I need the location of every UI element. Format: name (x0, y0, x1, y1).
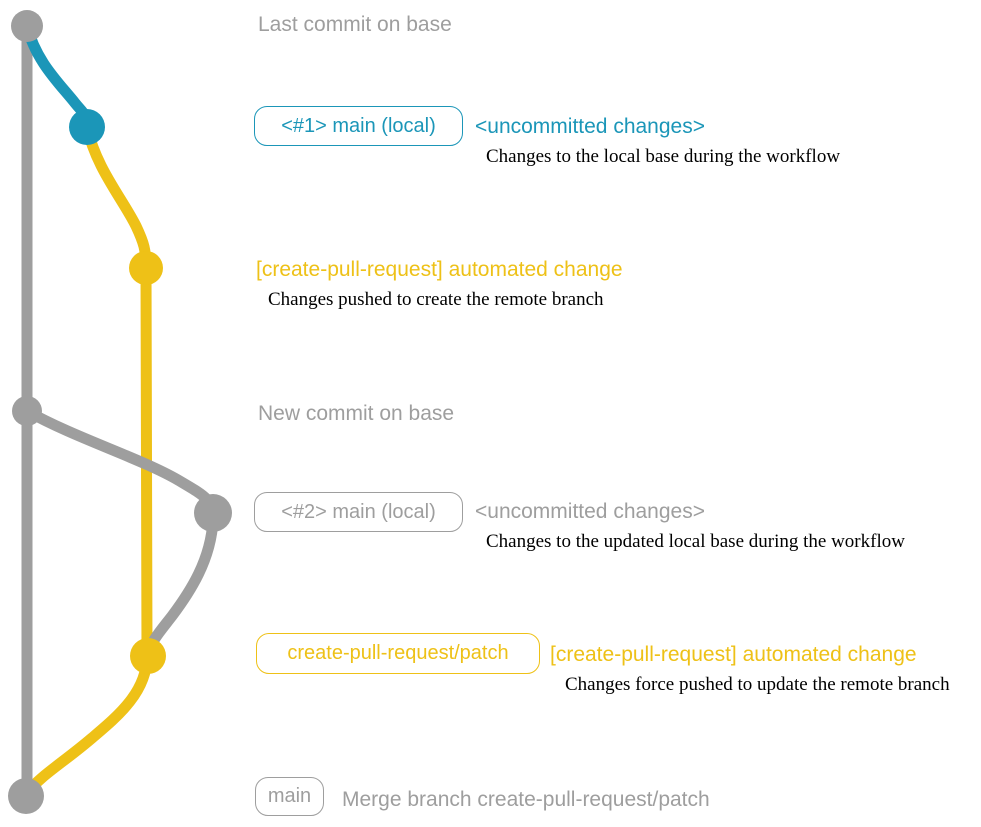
uncommitted-changes-label-1: <uncommitted changes> (475, 115, 705, 138)
branch-badge-main-1: <#1> main (local) (254, 106, 463, 146)
annotation-push-create: Changes pushed to create the remote bran… (268, 289, 604, 310)
commit-node-uncommitted-1 (69, 109, 105, 145)
annotation-updated-local-base: Changes to the updated local base during… (486, 531, 905, 552)
commit-node-uncommitted-2 (194, 494, 232, 532)
commit-node-automated-2 (130, 638, 166, 674)
branch-badge-main-2-label: <#2> main (local) (281, 500, 436, 523)
commit-node-last-base (11, 10, 43, 42)
automated-change-label-1: [create-pull-request] automated change (256, 258, 623, 281)
annotation-force-push: Changes force pushed to update the remot… (565, 674, 950, 695)
branch-badge-patch: create-pull-request/patch (256, 633, 540, 674)
commit-node-merge (8, 778, 44, 814)
branch-badge-main-final-label: main (267, 785, 312, 807)
annotation-local-base: Changes to the local base during the wor… (486, 146, 841, 167)
branch-badge-main-1-label: <#1> main (local) (281, 114, 436, 137)
new-commit-label: New commit on base (258, 402, 455, 425)
branch-badge-main-final: main (255, 777, 324, 816)
last-commit-label: Last commit on base (258, 13, 452, 36)
branch-badge-patch-label: create-pull-request/patch (287, 642, 509, 664)
commit-node-new-base (12, 396, 42, 426)
automated-change-label-2: [create-pull-request] automated change (550, 643, 917, 666)
branch-badge-main-2: <#2> main (local) (254, 492, 463, 532)
commit-node-automated-1 (129, 251, 163, 285)
branch-line-rebase (21, 405, 219, 664)
uncommitted-changes-label-2: <uncommitted changes> (475, 500, 705, 523)
merge-commit-label: Merge branch create-pull-request/patch (342, 788, 710, 811)
